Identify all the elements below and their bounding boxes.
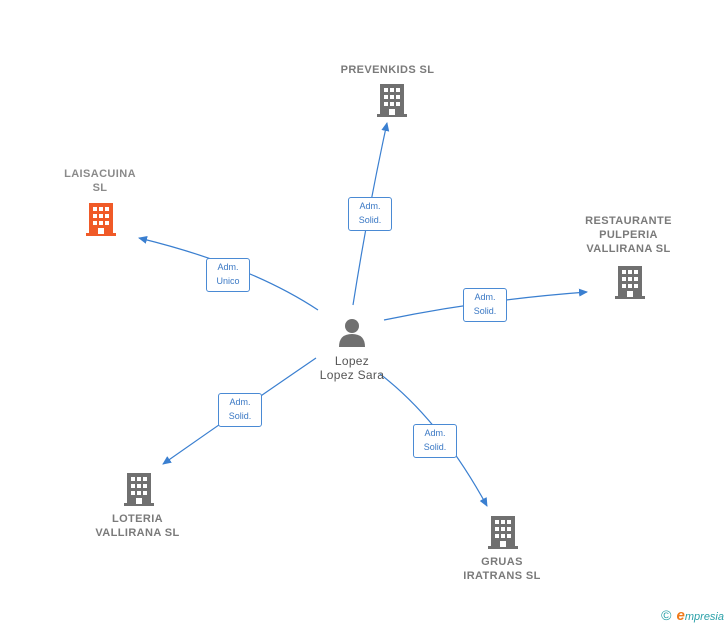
company-name: RESTAURANTE PULPERIA VALLIRANA SL (585, 215, 672, 255)
brand-name: mpresia (684, 611, 724, 623)
company-name: PREVENKIDS SL (340, 64, 435, 76)
building-icon (124, 473, 154, 506)
person-name: Lopez Lopez Sara (319, 354, 385, 382)
edge-label-prevenkids: Adm. Solid. (348, 197, 392, 231)
copyright-icon: © (661, 607, 672, 623)
person-icon (339, 319, 365, 347)
edge-label-laisacuina: Adm. Unico (206, 258, 250, 292)
company-node-loteria[interactable]: LOTERIA VALLIRANA SL (80, 512, 195, 540)
brand-footer[interactable]: © empresia (661, 607, 724, 624)
edge-label-gruas: Adm. Solid. (413, 424, 457, 458)
building-icon (488, 516, 518, 549)
company-node-restaurante[interactable]: RESTAURANTE PULPERIA VALLIRANA SL (566, 214, 691, 256)
company-node-gruas[interactable]: GRUAS IRATRANS SL (448, 555, 556, 583)
building-icon (615, 266, 645, 299)
company-node-laisacuina[interactable]: LAISACUINA SL (40, 167, 160, 195)
edge-label-restaurante: Adm. Solid. (463, 288, 507, 322)
brand-initial: e (676, 607, 685, 624)
building-icon (377, 84, 407, 117)
company-name: LOTERIA VALLIRANA SL (95, 513, 180, 539)
company-node-prevenkids[interactable]: PREVENKIDS SL (320, 63, 455, 77)
company-name: GRUAS IRATRANS SL (463, 556, 541, 582)
company-name: LAISACUINA SL (64, 168, 136, 194)
person-node[interactable]: Lopez Lopez Sara (300, 354, 404, 382)
building-icon (86, 203, 116, 236)
edge-label-loteria: Adm. Solid. (218, 393, 262, 427)
